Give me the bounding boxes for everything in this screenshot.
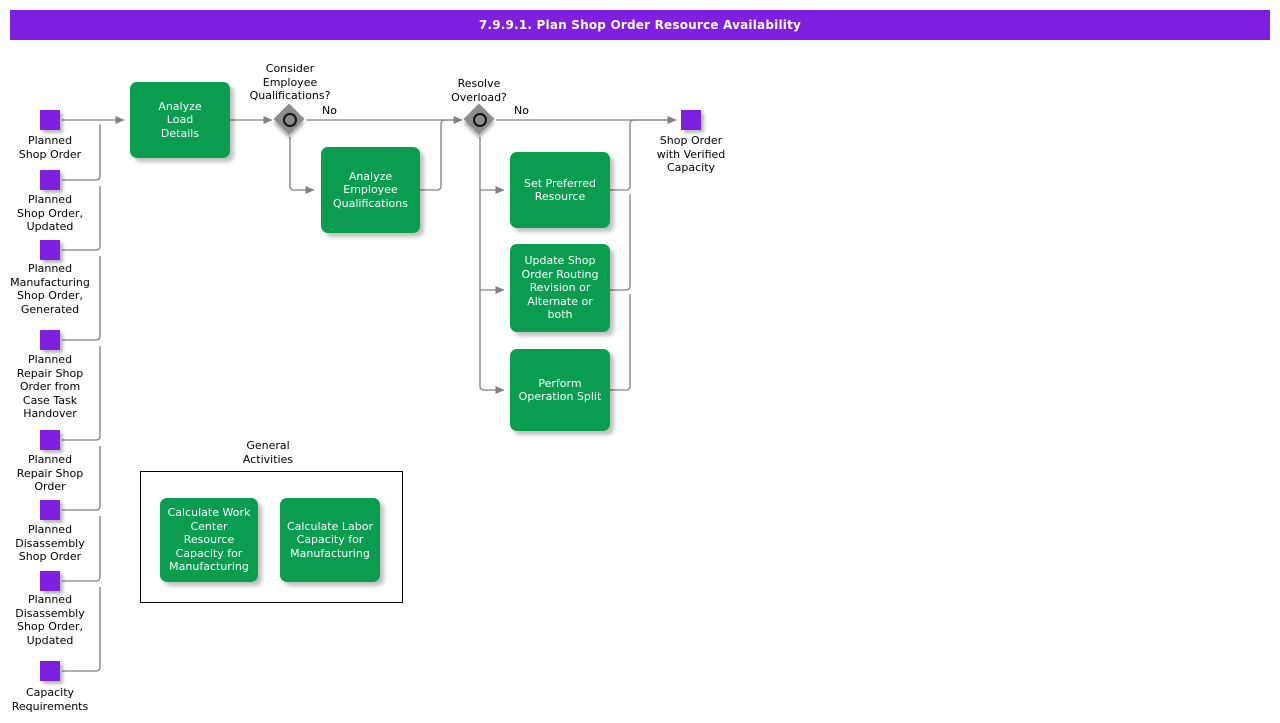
data-object-icon: [40, 430, 60, 450]
data-object-icon: [40, 661, 60, 681]
gateway-circle-icon: [283, 113, 297, 127]
data-object-icon: [40, 571, 60, 591]
data-object-icon: [40, 240, 60, 260]
data-object-icon: [40, 110, 60, 130]
data-object-icon: [40, 330, 60, 350]
gateway-diamond-icon[interactable]: [463, 103, 496, 136]
gateway-diamond-icon[interactable]: [273, 103, 306, 136]
gateway-branch-label: No: [322, 104, 337, 117]
gateway-circle-icon: [473, 113, 487, 127]
data-object-icon: [40, 170, 60, 190]
data-object-icon: [40, 500, 60, 520]
data-object-icon: [681, 110, 701, 130]
page-title: 7.9.9.1. Plan Shop Order Resource Availa…: [478, 18, 802, 32]
diagram-title-bar: 7.9.9.1. Plan Shop Order Resource Availa…: [10, 10, 1270, 40]
gateway-branch-label: No: [514, 104, 529, 117]
